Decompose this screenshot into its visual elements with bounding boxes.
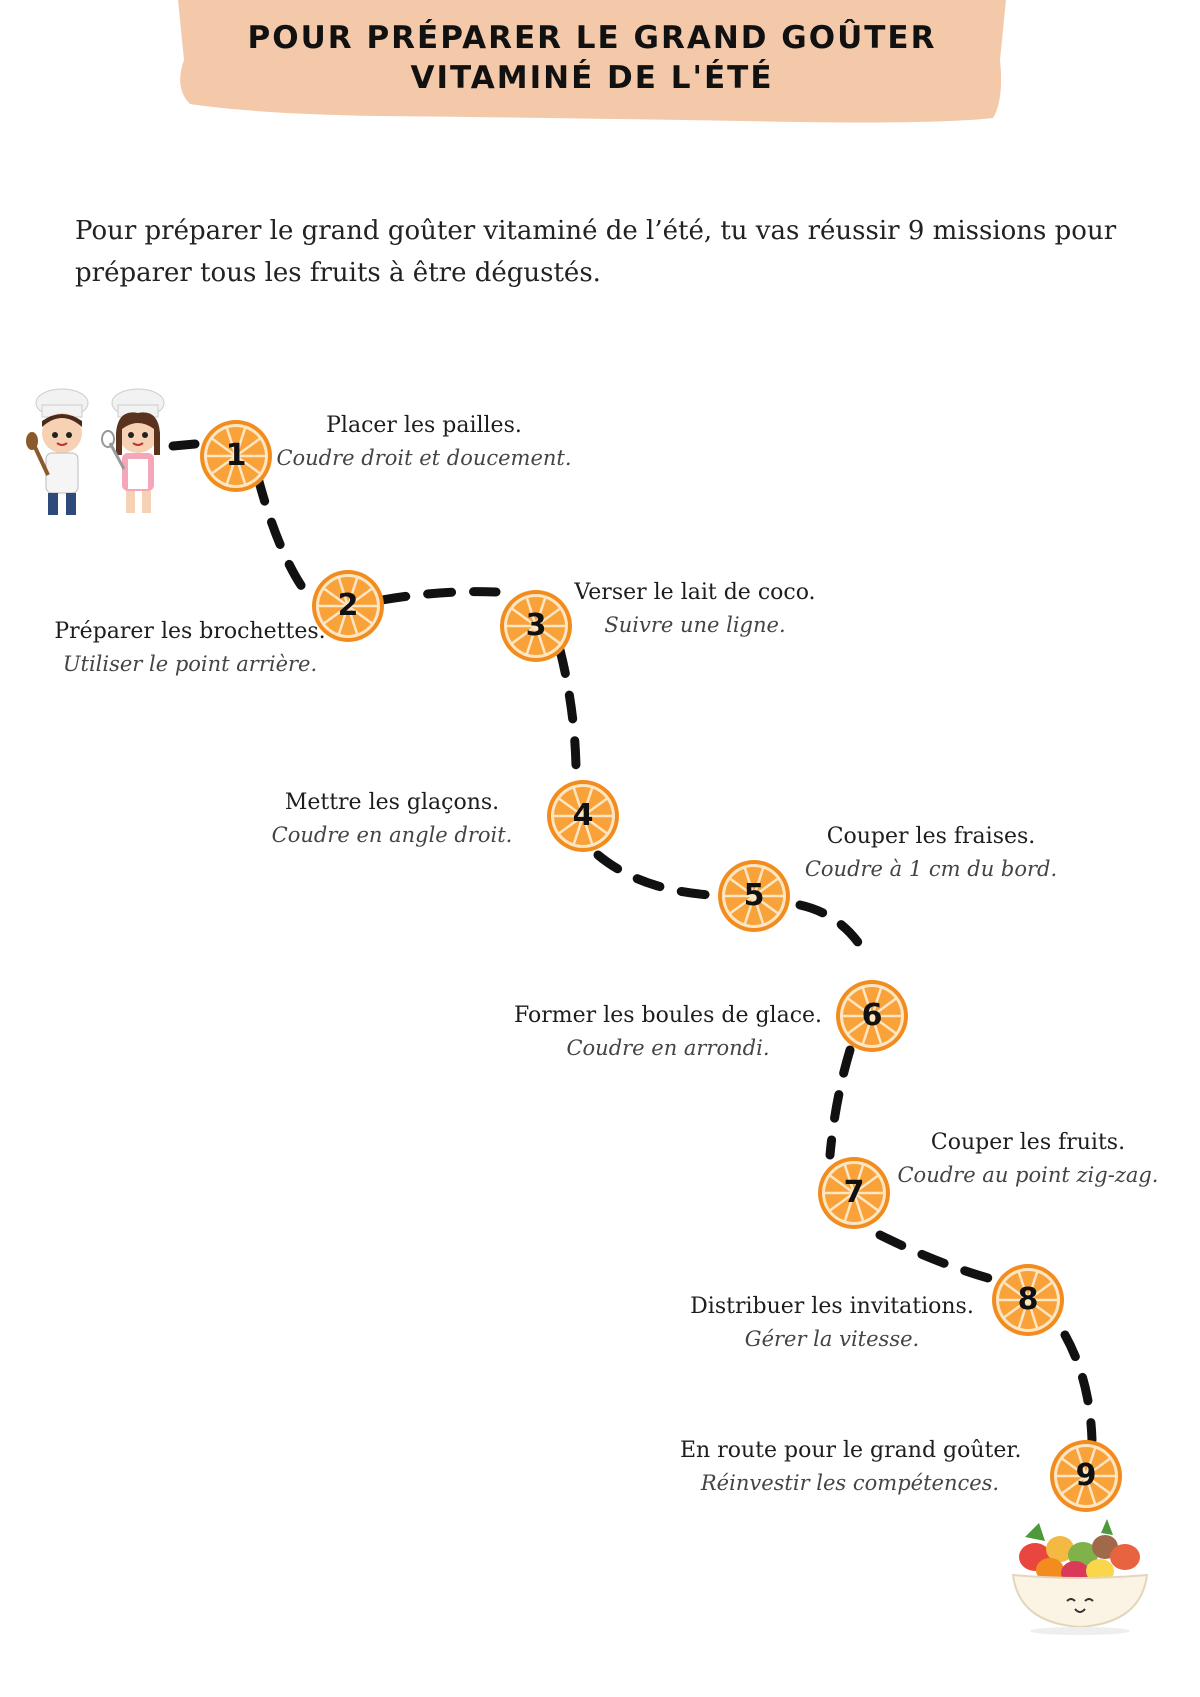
title-line-1: POUR PRÉPARER LE GRAND GOÛTER	[247, 20, 937, 56]
mission-4-title: Mettre les glaçons.	[284, 790, 500, 815]
mission-5-orange-icon: 5	[716, 858, 792, 934]
chef-children-icon	[20, 385, 180, 525]
mission-2-number: 2	[337, 588, 359, 623]
mission-6-number: 6	[861, 998, 883, 1033]
mission-9-label: En route pour le grand goûter. Réinvesti…	[680, 1435, 1022, 1499]
mission-6-title: Former les boules de glace.	[513, 1003, 823, 1028]
mission-2-orange-icon: 2	[310, 568, 386, 644]
title-banner: POUR PRÉPARER LE GRAND GOÛTER VITAMINÉ D…	[178, 0, 1006, 128]
title-line-2: VITAMINÉ DE L'ÉTÉ	[410, 60, 774, 96]
page-title: POUR PRÉPARER LE GRAND GOÛTER VITAMINÉ D…	[178, 18, 1006, 98]
mission-7-label: Couper les fruits. Coudre au point zig-z…	[858, 1127, 1198, 1191]
mission-4-subtitle: Coudre en angle droit.	[271, 823, 513, 847]
mission-4-number: 4	[572, 798, 594, 833]
mission-7-title: Couper les fruits.	[930, 1130, 1126, 1155]
mission-9-title: En route pour le grand goûter.	[680, 1438, 1022, 1463]
mission-1-number: 1	[225, 438, 247, 473]
mission-6-subtitle: Coudre en arrondi.	[566, 1036, 770, 1060]
mission-3-number: 3	[525, 608, 547, 643]
mission-7-orange-icon: 7	[816, 1155, 892, 1231]
mission-4-orange-icon: 4	[545, 778, 621, 854]
mission-1-orange-icon: 1	[198, 418, 274, 494]
mission-1-title: Placer les pailles.	[326, 413, 522, 438]
mission-6-orange-icon: 6	[834, 978, 910, 1054]
mission-1-label: Placer les pailles. Coudre droit et douc…	[254, 410, 594, 474]
mission-2-title: Préparer les brochettes.	[54, 619, 326, 644]
mission-7-subtitle: Coudre au point zig-zag.	[897, 1163, 1159, 1187]
mission-3-orange-icon: 3	[498, 588, 574, 664]
mission-6-label: Former les boules de glace. Coudre en ar…	[498, 1000, 838, 1064]
mission-2-subtitle: Utiliser le point arrière.	[62, 652, 318, 676]
mission-7-number: 7	[843, 1175, 865, 1210]
mission-8-orange-icon: 8	[990, 1262, 1066, 1338]
mission-3-title: Verser le lait de coco.	[574, 580, 816, 605]
mission-9-subtitle: Réinvestir les compétences.	[700, 1471, 1000, 1495]
intro-paragraph: Pour préparer le grand goûter vitaminé d…	[75, 216, 1117, 288]
mission-3-subtitle: Suivre une ligne.	[604, 613, 786, 637]
mission-5-number: 5	[743, 878, 765, 913]
mission-2-label: Préparer les brochettes. Utiliser le poi…	[20, 616, 360, 680]
mission-9-orange-icon: 9	[1048, 1438, 1124, 1514]
mission-8-number: 8	[1017, 1282, 1039, 1317]
mission-5-title: Couper les fraises.	[826, 824, 1036, 849]
mission-5-label: Couper les fraises. Coudre à 1 cm du bor…	[761, 821, 1101, 885]
mission-4-label: Mettre les glaçons. Coudre en angle droi…	[222, 787, 562, 851]
fruit-salad-bowl-icon	[1005, 1515, 1155, 1635]
mission-9-number: 9	[1075, 1458, 1097, 1493]
mission-3-label: Verser le lait de coco. Suivre une ligne…	[525, 577, 865, 641]
mission-1-subtitle: Coudre droit et doucement.	[276, 446, 572, 470]
mission-8-title: Distribuer les invitations.	[690, 1294, 974, 1319]
mission-5-subtitle: Coudre à 1 cm du bord.	[804, 857, 1058, 881]
mission-8-subtitle: Gérer la vitesse.	[744, 1327, 920, 1351]
mission-8-label: Distribuer les invitations. Gérer la vit…	[662, 1291, 1002, 1355]
banner-shape	[178, 0, 1006, 123]
